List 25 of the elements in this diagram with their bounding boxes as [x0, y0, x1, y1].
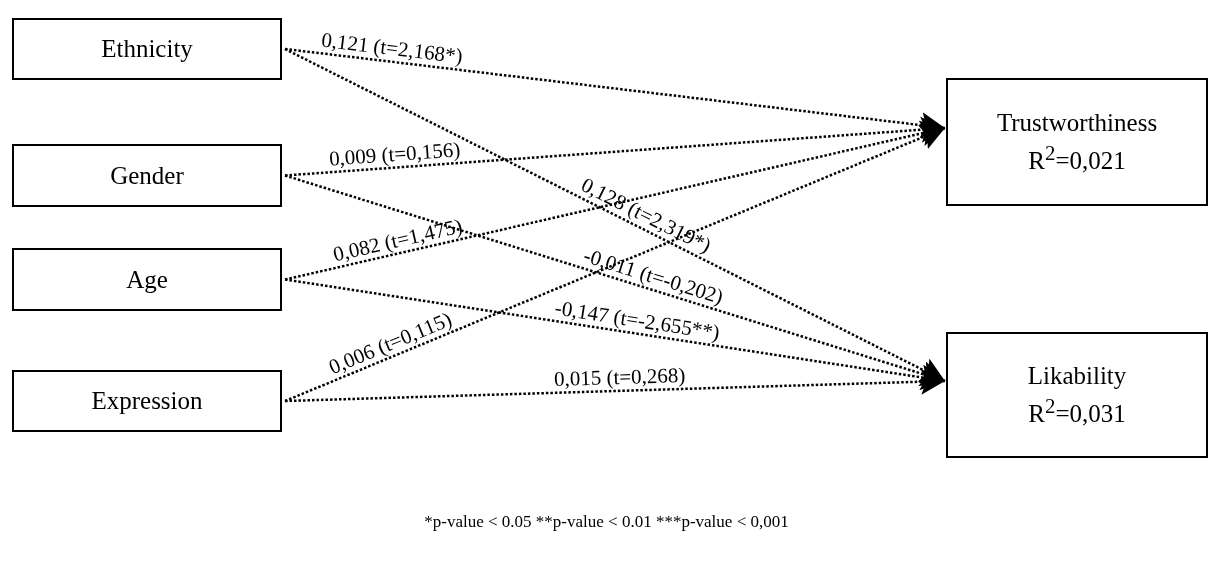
variable-box — [12, 370, 282, 432]
edge-label: 0,121 (t=2,168*) — [319, 29, 464, 68]
edge-label: 0,009 (t=0,156) — [328, 139, 461, 170]
dotted-arrow — [284, 174, 946, 387]
variable-box — [946, 332, 1208, 458]
edge-label: 0,015 (t=0,268) — [553, 365, 686, 391]
significance-note: *p-value < 0.05 **p-value < 0.01 ***p-value < 0,001 — [423, 512, 790, 532]
r-squared-value: R$^{2}$=0,031 — [1028, 393, 1126, 430]
variable-name: Age — [126, 264, 168, 295]
variable-box — [12, 18, 282, 80]
variable-box — [12, 144, 282, 207]
variable-box — [12, 248, 282, 311]
variable-box — [946, 78, 1208, 206]
variable-name: Likability — [1027, 360, 1127, 391]
variable-name: Trustworthiness — [996, 107, 1158, 138]
variable-name: Gender — [110, 160, 184, 191]
variable-name: Ethnicity — [101, 34, 193, 65]
dotted-arrow — [284, 125, 946, 403]
edge-label: 0,082 (t=1,475) — [330, 215, 464, 266]
r-squared-value: R$^{2}$=0,021 — [1028, 140, 1126, 177]
dotted-arrow — [284, 47, 946, 383]
variable-name: Expression — [91, 386, 203, 417]
dotted-arrow — [284, 47, 946, 139]
dotted-arrow — [284, 278, 946, 391]
dotted-arrow — [284, 368, 946, 403]
